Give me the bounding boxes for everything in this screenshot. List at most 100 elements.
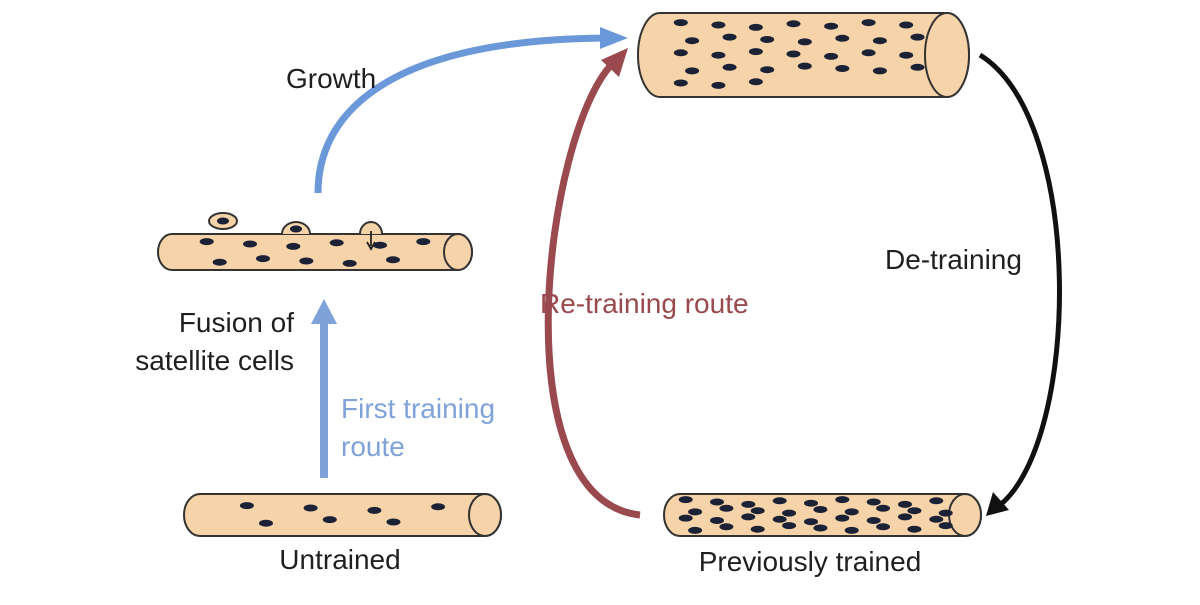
nucleus xyxy=(367,506,382,514)
nucleus xyxy=(786,50,801,58)
label-growth: Growth xyxy=(286,63,377,94)
nucleus xyxy=(386,256,400,264)
nucleus xyxy=(938,522,953,530)
nucleus xyxy=(876,523,891,531)
nucleus xyxy=(835,34,850,42)
nucleus xyxy=(782,509,797,517)
nucleus xyxy=(824,52,839,60)
nucleus xyxy=(719,504,734,512)
nucleus xyxy=(688,508,703,516)
nucleus xyxy=(872,67,887,75)
fiber-untrained-body xyxy=(183,493,502,537)
label-first-training-line2: route xyxy=(341,431,405,462)
label-fusion-line1: Fusion of xyxy=(178,307,294,338)
nucleus xyxy=(741,500,756,508)
arrow-first-training xyxy=(311,299,337,478)
nucleus xyxy=(685,67,700,75)
nucleus xyxy=(824,22,839,30)
nucleus xyxy=(899,21,914,29)
arrow-detraining xyxy=(978,52,1062,516)
nucleus xyxy=(299,257,314,265)
nucleus xyxy=(329,239,344,247)
nucleus xyxy=(431,503,446,511)
nucleus xyxy=(804,499,818,507)
nucleus xyxy=(673,19,688,27)
nucleus xyxy=(872,37,887,45)
nuclei-previously-trained xyxy=(678,496,953,534)
nucleus xyxy=(342,259,357,267)
fiber-previously-trained-end xyxy=(948,493,982,537)
satellite-cell-2 xyxy=(281,221,311,235)
nucleus xyxy=(797,62,812,70)
nucleus xyxy=(710,498,724,506)
label-fusion-line2: satellite cells xyxy=(135,345,294,376)
nucleus xyxy=(835,65,850,72)
arrow-retraining xyxy=(544,48,641,519)
nucleus xyxy=(711,51,726,59)
nucleus xyxy=(750,507,765,515)
nucleus xyxy=(861,19,876,27)
nucleus xyxy=(322,516,337,524)
nucleus xyxy=(782,522,797,530)
fiber-fusion-end xyxy=(443,233,473,271)
nucleus xyxy=(929,515,944,523)
nucleus xyxy=(710,517,724,524)
nucleus xyxy=(259,519,273,527)
nucleus xyxy=(239,502,254,510)
nucleus xyxy=(797,38,812,46)
fiber-untrained xyxy=(183,493,502,537)
nucleus xyxy=(938,509,953,517)
satellite-cell-1 xyxy=(208,212,238,230)
nucleus xyxy=(673,79,688,87)
nucleus xyxy=(722,33,737,41)
nucleus xyxy=(711,81,726,89)
nucleus xyxy=(760,66,775,74)
nucleus xyxy=(844,508,859,516)
nucleus xyxy=(813,524,828,532)
nucleus xyxy=(772,497,787,505)
nucleus xyxy=(813,506,828,513)
nucleus xyxy=(898,500,912,508)
nucleus xyxy=(741,513,756,521)
nucleus xyxy=(899,51,914,59)
label-first-training-line1: First training xyxy=(341,393,496,424)
nucleus xyxy=(835,514,850,522)
nucleus xyxy=(910,33,925,41)
nucleus xyxy=(386,518,401,526)
fiber-trained-large xyxy=(637,12,970,98)
label-detraining: De-training xyxy=(885,244,1022,275)
nucleus xyxy=(929,497,944,505)
nucleus xyxy=(711,21,726,29)
arrow-growth xyxy=(314,27,628,194)
nucleus xyxy=(866,517,881,524)
fiber-previously-trained xyxy=(663,493,982,537)
nucleus xyxy=(866,498,881,506)
nucleus xyxy=(835,496,850,504)
nucleus xyxy=(243,240,257,248)
nucleus xyxy=(748,48,763,56)
nucleus xyxy=(804,518,818,526)
nucleus xyxy=(286,242,301,250)
nucleus xyxy=(373,241,387,249)
nucleus xyxy=(907,507,922,515)
nucleus xyxy=(212,258,227,266)
nucleus xyxy=(861,49,876,57)
nucleus xyxy=(876,504,891,512)
label-untrained: Untrained xyxy=(279,544,401,575)
nucleus xyxy=(256,255,270,263)
nucleus xyxy=(748,23,763,31)
nucleus xyxy=(907,525,922,533)
nucleus xyxy=(416,238,431,246)
fiber-fusion xyxy=(157,212,473,271)
fiber-untrained-end xyxy=(468,493,502,537)
nucleus xyxy=(748,78,763,86)
label-retraining: Re-training route xyxy=(540,288,749,319)
label-previously-trained: Previously trained xyxy=(698,546,922,577)
nucleus xyxy=(688,526,703,534)
nucleus xyxy=(673,49,688,57)
nucleus xyxy=(898,513,912,521)
nucleus xyxy=(722,63,737,71)
nucleus xyxy=(910,63,925,71)
